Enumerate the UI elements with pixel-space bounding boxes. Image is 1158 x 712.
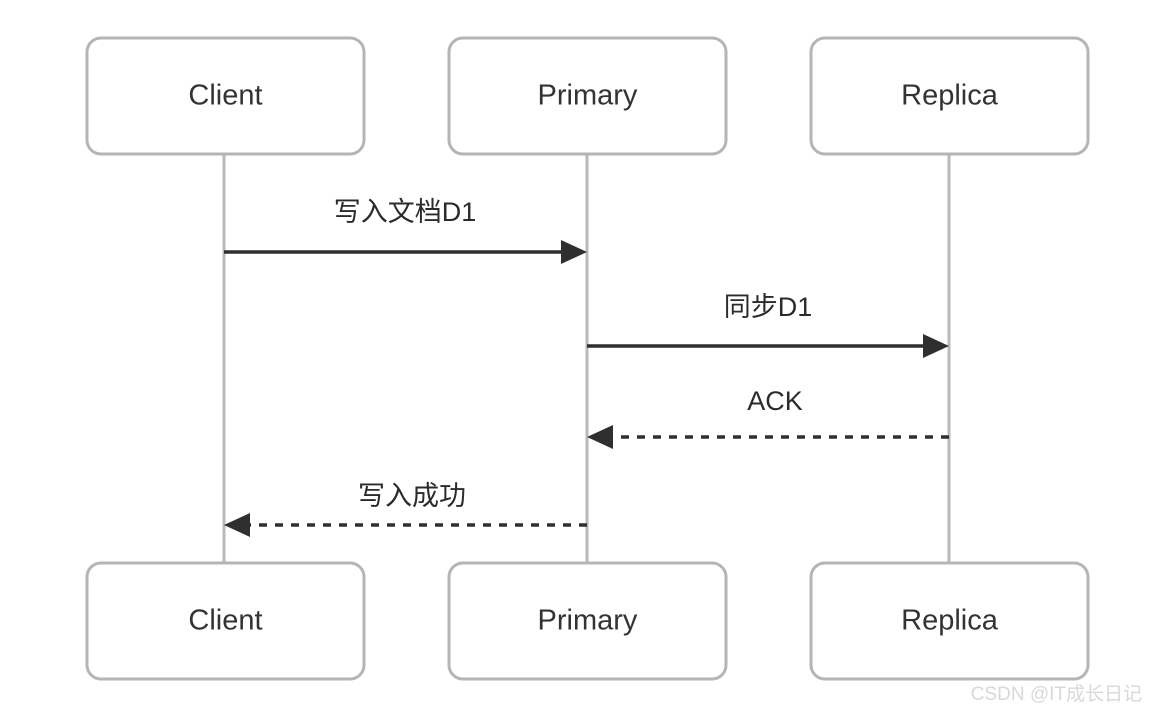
msg-write-success-label: 写入成功	[358, 481, 466, 511]
csdn-watermark: CSDN @IT成长日记	[971, 683, 1142, 705]
participant-box-primary-top	[447, 36, 728, 156]
participant-boxes-top: Client Primary Replica	[85, 36, 1090, 156]
msg-write-document-arrowhead	[561, 240, 587, 264]
participant-primary-bottom[interactable]: Primary	[447, 561, 728, 681]
msg-ack-arrowhead	[587, 425, 613, 449]
msg-ack[interactable]: ACK	[587, 386, 949, 449]
participant-box-client-bottom	[85, 561, 366, 681]
msg-sync[interactable]: 同步D1	[587, 292, 949, 358]
msg-sync-label: 同步D1	[724, 292, 813, 322]
participant-client-bottom[interactable]: Client	[85, 561, 366, 681]
msg-ack-label: ACK	[747, 386, 803, 416]
msg-sync-arrowhead	[923, 334, 949, 358]
participant-box-primary-bottom	[447, 561, 728, 681]
participant-boxes-bottom: Client Primary Replica	[85, 561, 1090, 681]
msg-write-success[interactable]: 写入成功	[224, 481, 587, 537]
msg-write-document-label: 写入文档D1	[334, 197, 477, 227]
participant-box-client-top	[85, 36, 366, 156]
msg-write-success-arrowhead	[224, 513, 250, 537]
participant-label-replica-bottom: Replica	[901, 605, 999, 637]
participant-box-replica-bottom	[809, 561, 1090, 681]
participant-label-primary-bottom: Primary	[538, 605, 638, 637]
msg-write-document[interactable]: 写入文档D1	[224, 197, 587, 264]
participant-label-replica-top: Replica	[901, 80, 999, 112]
participant-label-client-top: Client	[188, 80, 262, 112]
participant-primary-top[interactable]: Primary	[447, 36, 728, 156]
participant-label-primary-top: Primary	[538, 80, 638, 112]
participant-replica-bottom[interactable]: Replica	[809, 561, 1090, 681]
participant-replica-top[interactable]: Replica	[809, 36, 1090, 156]
participant-box-replica-top	[809, 36, 1090, 156]
participant-label-client-bottom: Client	[188, 605, 262, 637]
lifelines-group	[222, 154, 951, 563]
participant-client-top[interactable]: Client	[85, 36, 366, 156]
